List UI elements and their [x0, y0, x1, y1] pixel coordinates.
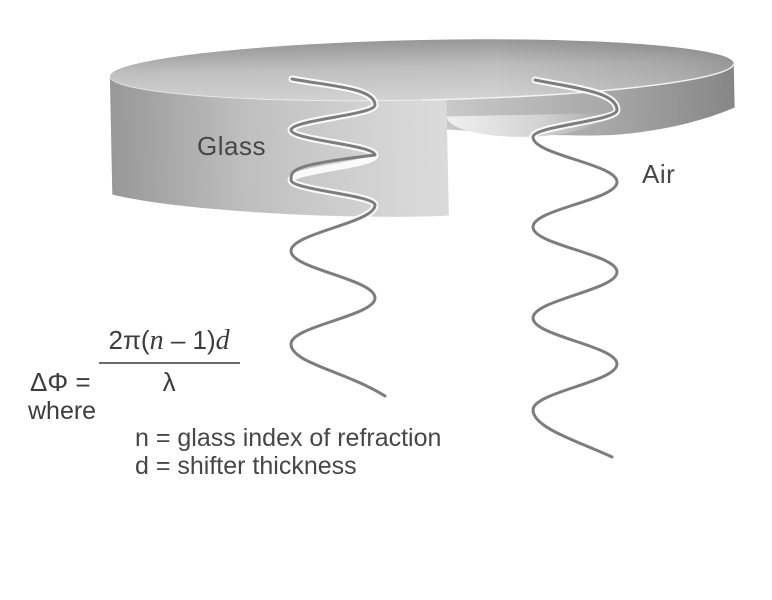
light-waves	[287, 75, 621, 461]
numerator-middle: – 1)	[163, 325, 216, 355]
notch-inner-face	[446, 113, 605, 137]
glass-wave	[289, 77, 387, 398]
phase-formula: ΔΦ = 2π(n – 1)d λ	[30, 325, 240, 398]
variable-n: n	[149, 325, 164, 356]
definition-d: d = shifter thickness	[135, 452, 357, 480]
where-label: where	[28, 397, 97, 425]
air-wave	[531, 78, 619, 459]
definition-n: n = glass index of refraction	[135, 424, 442, 452]
numerator-prefix: 2π(	[108, 325, 150, 355]
formula-numerator: 2π(n – 1)d	[98, 325, 240, 364]
disk-edge-line	[109, 76, 423, 102]
variable-d: d	[215, 325, 230, 356]
formula-fraction: 2π(n – 1)d λ	[98, 325, 240, 398]
glass-label: Glass	[197, 131, 266, 161]
formula-lhs: ΔΦ =	[30, 367, 91, 397]
air-wave-halo	[529, 76, 621, 461]
disk-edge-highlight	[422, 63, 735, 101]
air-label: Air	[642, 159, 676, 189]
formula-denominator: λ	[162, 367, 176, 397]
glass-disk	[109, 39, 735, 217]
variable-definitions: n = glass index of refraction d = shifte…	[135, 424, 441, 480]
